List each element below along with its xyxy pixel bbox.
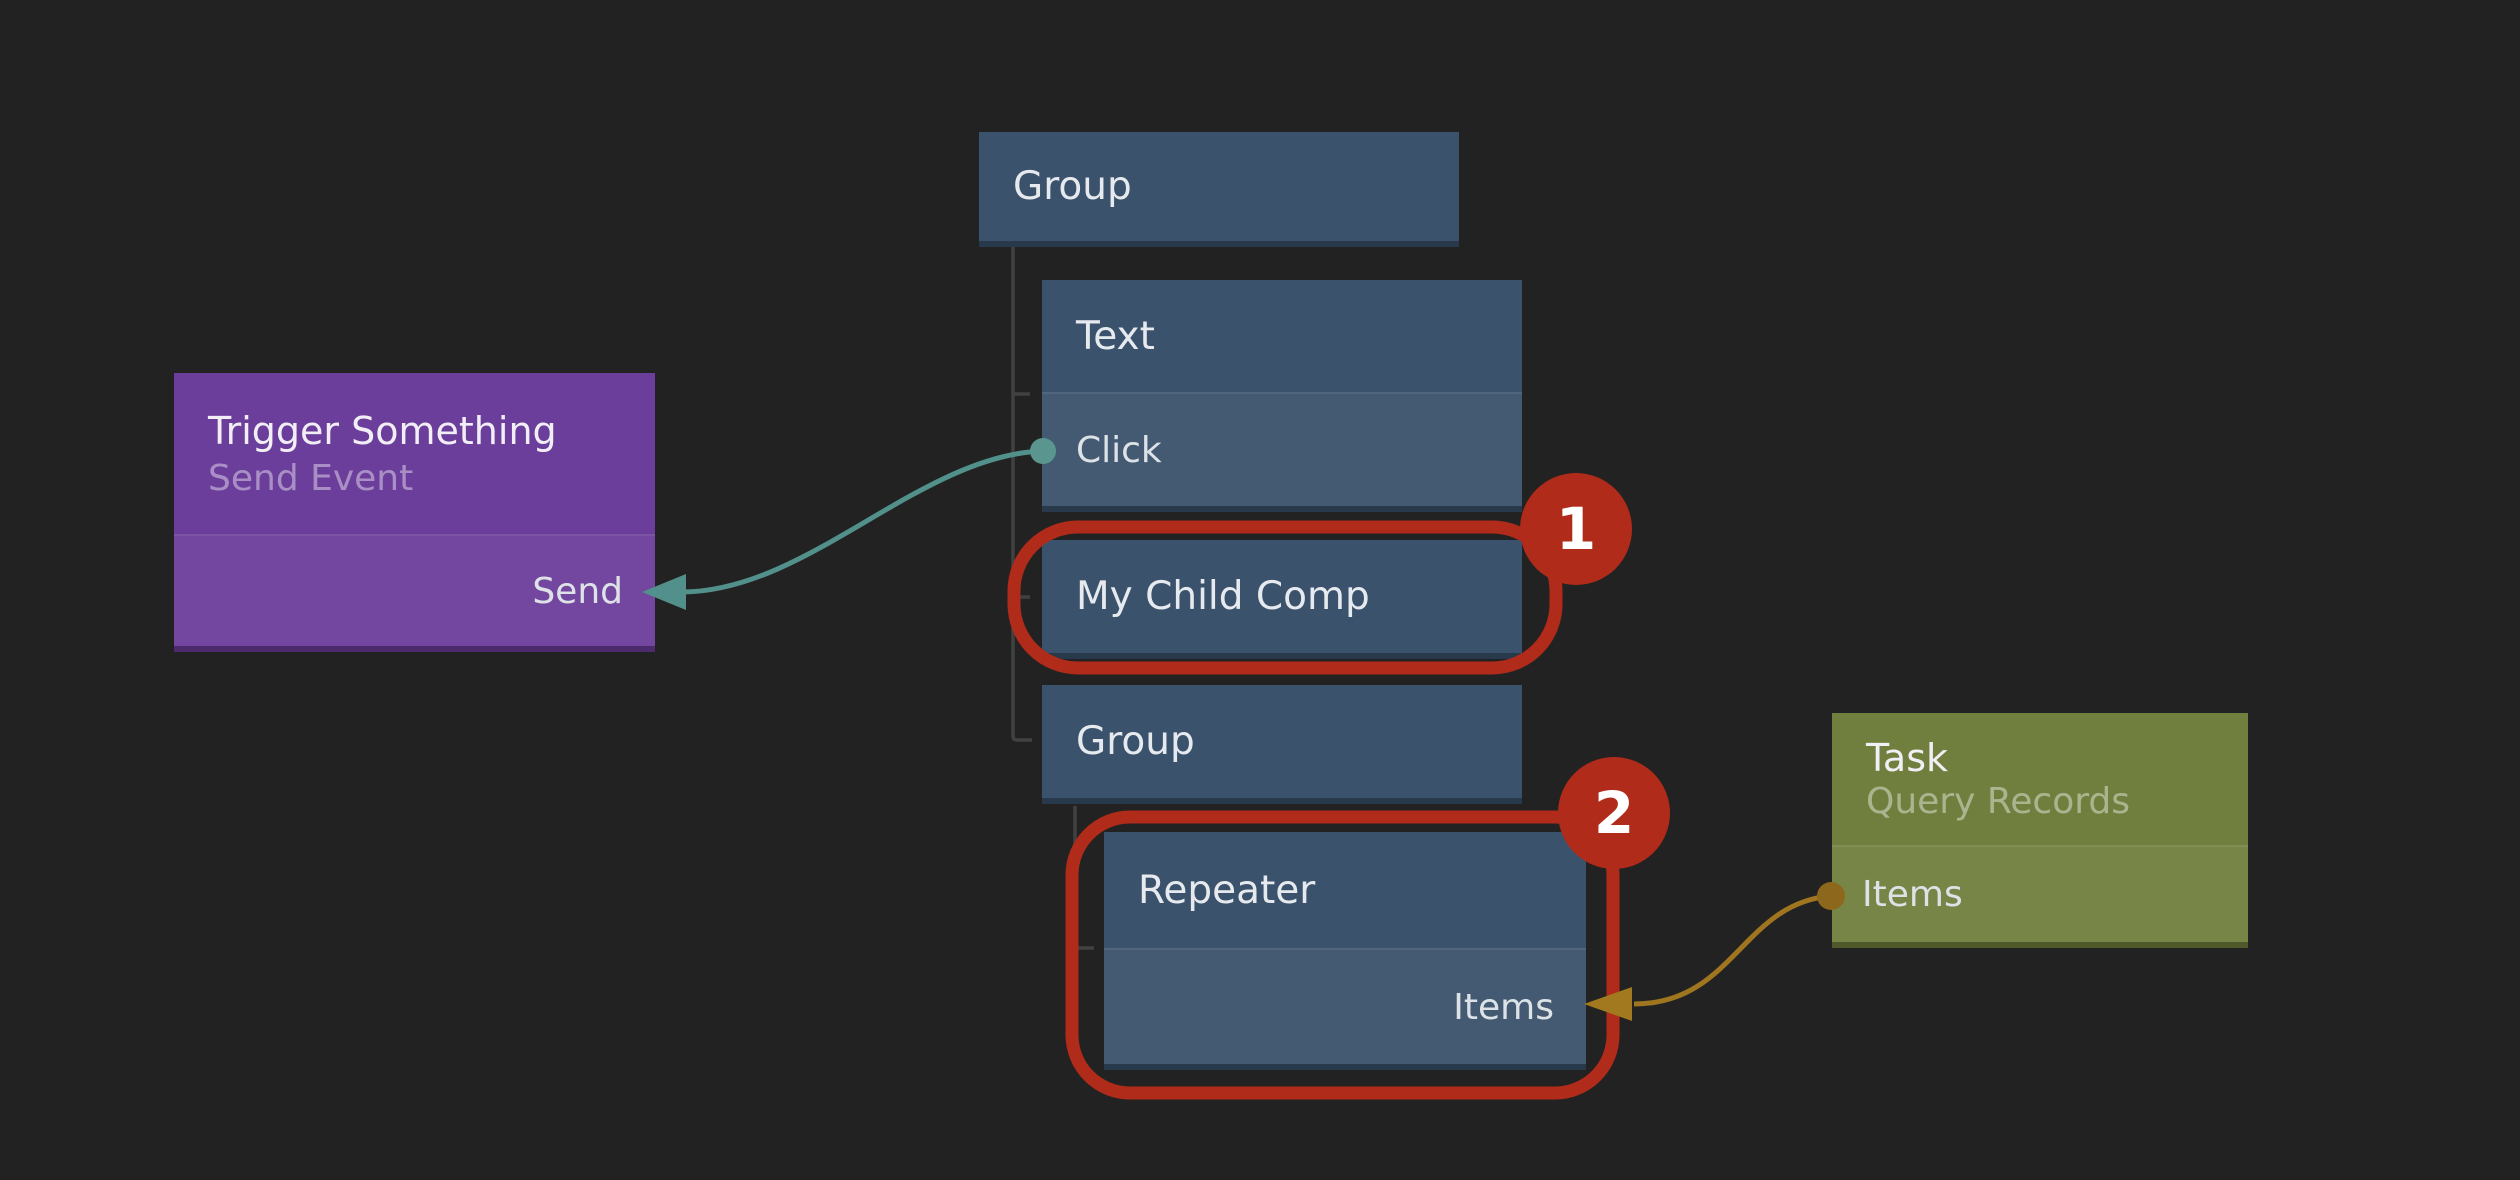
- node-subtitle: Query Records: [1866, 781, 2130, 822]
- port-click[interactable]: Click: [1042, 392, 1522, 506]
- annotation-badge-1: 1: [1520, 473, 1632, 585]
- node-title: Repeater: [1138, 867, 1316, 913]
- node-title: Task: [1866, 736, 1949, 780]
- node-header: Task Query Records: [1832, 713, 2248, 845]
- annotation-badge-2: 2: [1558, 757, 1670, 869]
- port-send-output[interactable]: Send: [174, 534, 655, 646]
- node-title: Group: [1013, 164, 1132, 209]
- tree-node-group-root[interactable]: Group: [979, 132, 1459, 247]
- wire-click-to-send[interactable]: [683, 448, 1044, 595]
- node-header: Trigger Something Send Event: [174, 373, 655, 534]
- tree-node-repeater[interactable]: Repeater Items: [1104, 832, 1586, 1070]
- node-title: Text: [1076, 313, 1155, 359]
- tree-node-text[interactable]: Text Click: [1042, 280, 1522, 512]
- arrowhead-items: [1584, 987, 1632, 1021]
- tree-node-group-child[interactable]: Group: [1042, 685, 1522, 804]
- logic-node-task-query-records[interactable]: Task Query Records Items: [1832, 713, 2248, 948]
- tree-node-my-child-comp[interactable]: My Child Comp: [1042, 540, 1522, 659]
- tree-connector-level2: [1073, 806, 1094, 950]
- tree-connector-level1: [1011, 247, 1032, 742]
- logic-node-trigger-something[interactable]: Trigger Something Send Event Send: [174, 373, 655, 652]
- port-items-input[interactable]: Items: [1104, 948, 1586, 1064]
- wire-items-to-items[interactable]: [1633, 893, 1832, 1007]
- node-title: Trigger Something: [208, 408, 557, 453]
- port-items-output[interactable]: Items: [1832, 845, 2248, 942]
- node-subtitle: Send Event: [208, 457, 414, 499]
- node-title: Group: [1076, 719, 1195, 764]
- node-title: My Child Comp: [1076, 574, 1370, 619]
